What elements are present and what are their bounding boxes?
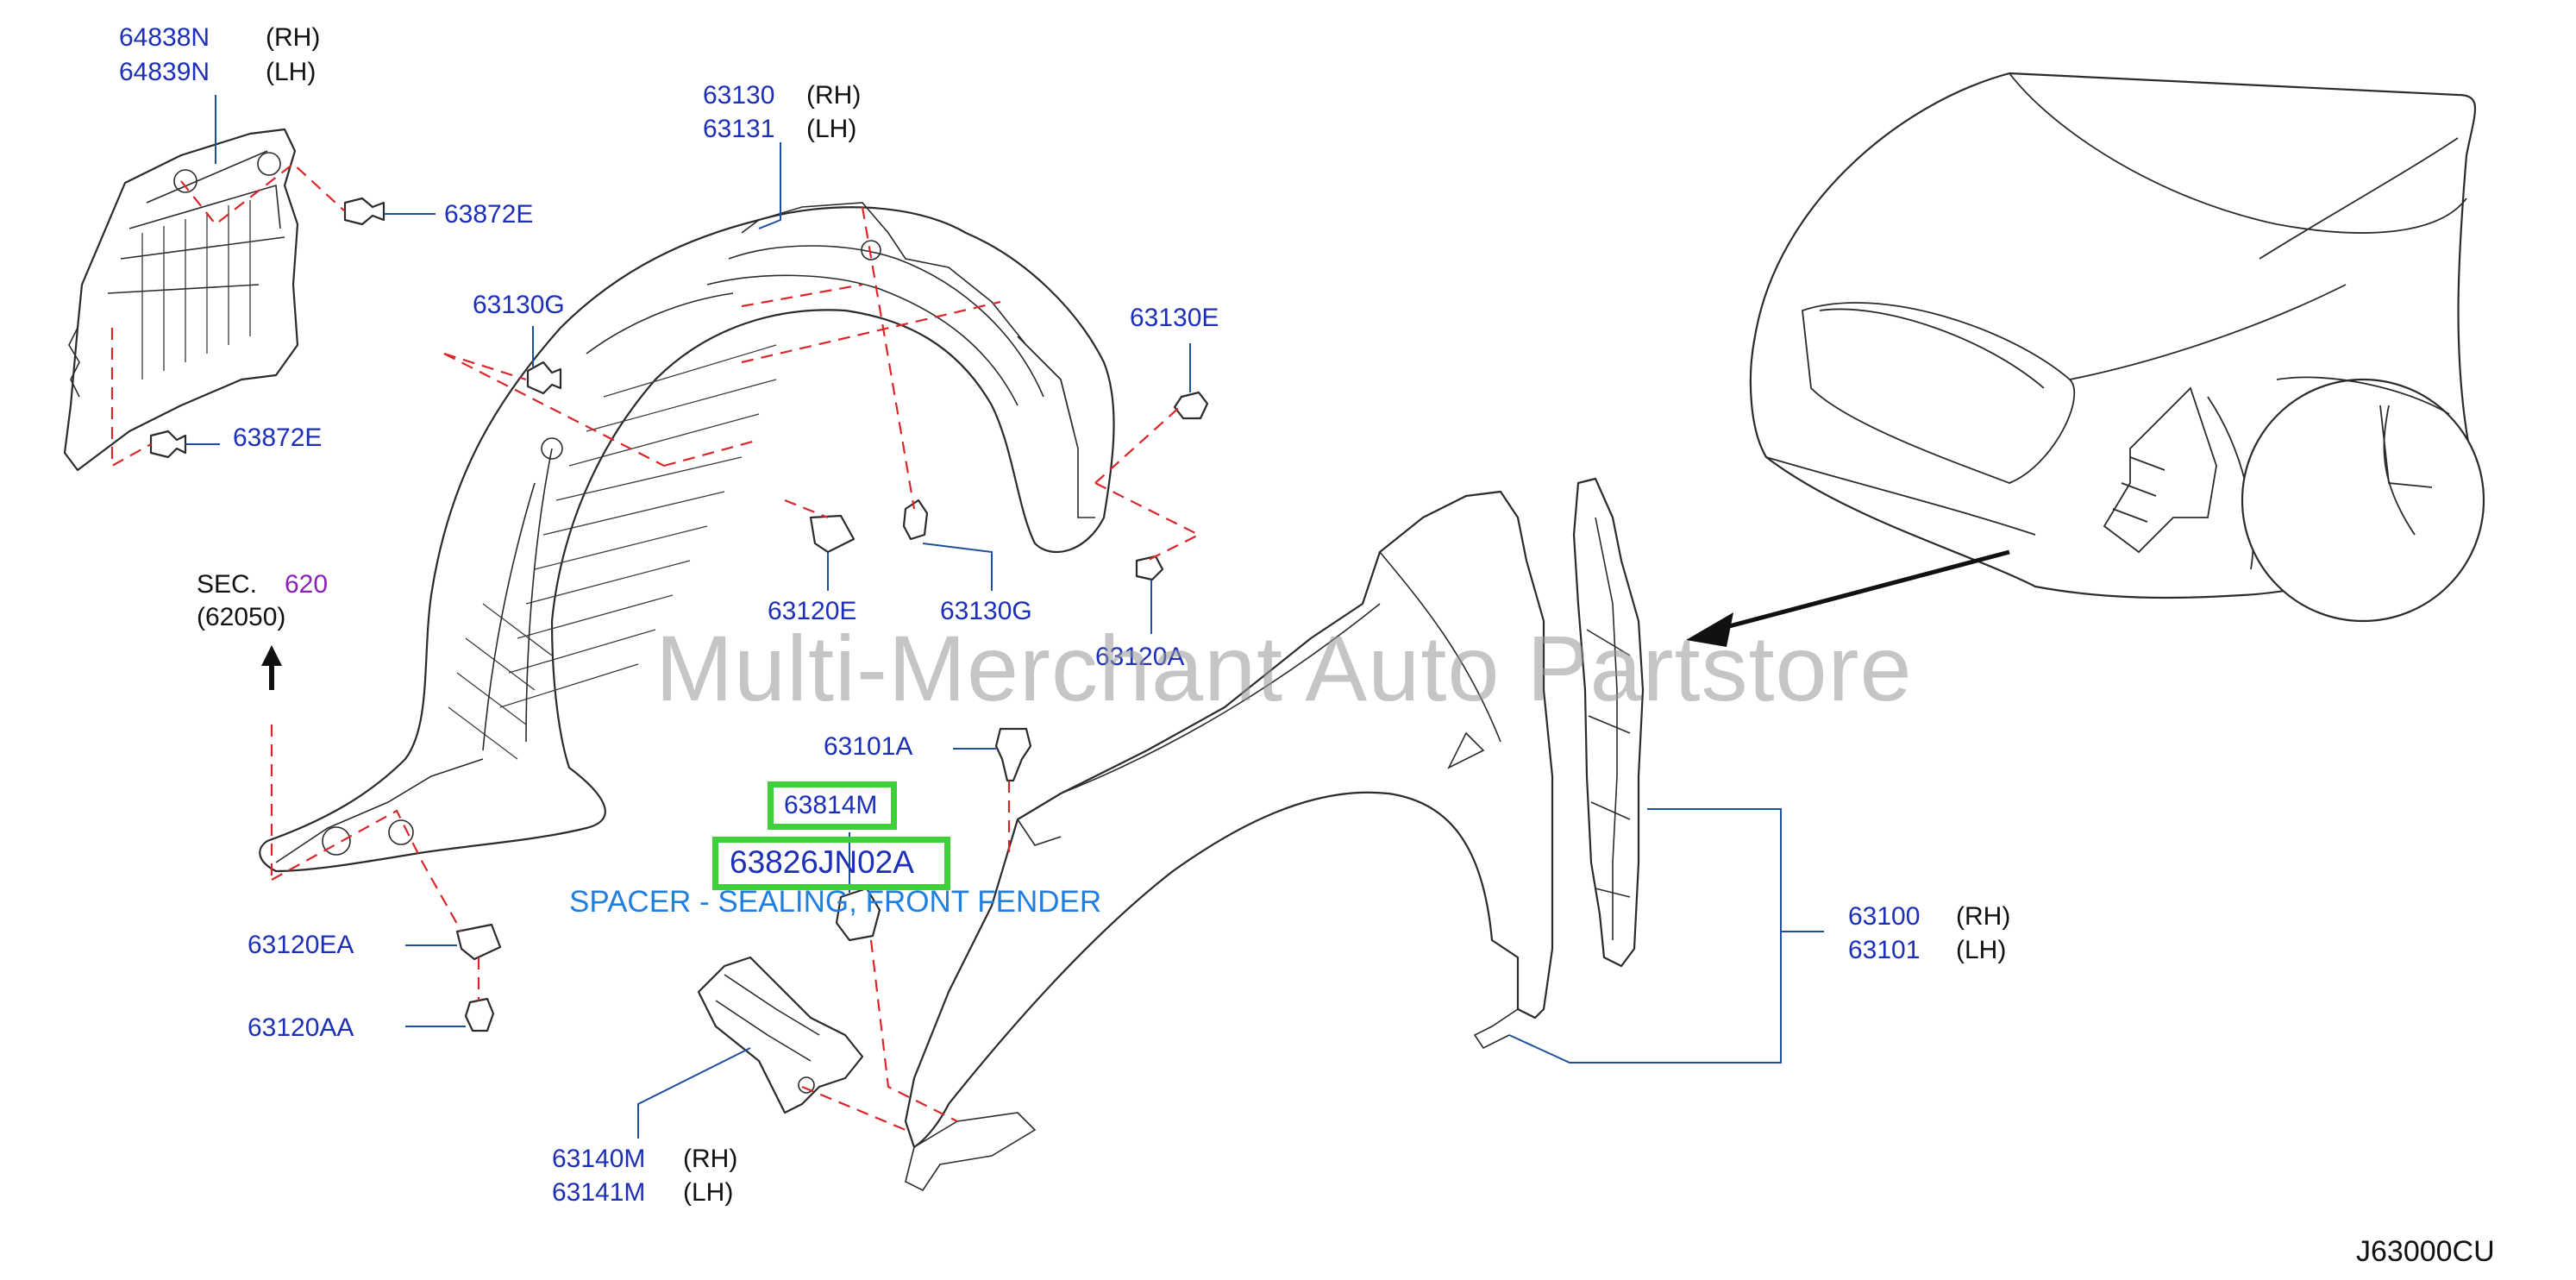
callout-63130: 63130 <box>703 81 775 110</box>
fender-liner-63130 <box>259 202 1115 873</box>
callout-63141M: 63141M <box>552 1178 646 1207</box>
callout-63140M-side: (RH) <box>683 1145 738 1173</box>
direction-arrow <box>1686 549 2010 647</box>
callout-63130E: 63130E <box>1130 304 1219 332</box>
car-overview-illustration <box>1749 72 2485 623</box>
bracket-63140M <box>697 956 864 1114</box>
callout-63120AA: 63120AA <box>248 1013 354 1042</box>
callout-leader-lines <box>185 95 1824 1139</box>
callout-63100: 63100 <box>1848 902 1921 931</box>
part-description: SPACER - SEALING, FRONT FENDER <box>569 885 1102 919</box>
assembly-guide-lines <box>110 162 1201 1132</box>
callout-64839N-side: (LH) <box>266 58 317 86</box>
callout-63141M-side: (LH) <box>683 1178 734 1207</box>
section-ref-number[interactable]: 620 <box>285 570 329 599</box>
callout-63120EA: 63120EA <box>248 931 354 959</box>
callout-63120E: 63120E <box>768 597 857 625</box>
callout-63101A: 63101A <box>824 732 913 761</box>
callout-64838N: 64838N <box>119 23 210 52</box>
highlight-box-63826JN02A <box>712 837 950 890</box>
callout-64838N-side: (RH) <box>266 23 321 52</box>
section-ref-sub: (62050) <box>197 603 286 631</box>
callout-63131-side: (LH) <box>806 115 857 143</box>
callout-63130-side: (RH) <box>806 81 862 110</box>
watermark: Multi-Merchant Auto Partstore <box>655 616 1913 720</box>
fasteners <box>149 197 1209 1032</box>
callout-63120A: 63120A <box>1095 643 1185 671</box>
callout-63101-side: (LH) <box>1956 936 2007 964</box>
callout-64839N: 64839N <box>119 58 210 86</box>
section-arrow <box>261 645 282 690</box>
callout-63101: 63101 <box>1848 936 1921 964</box>
callout-63130G-top: 63130G <box>473 291 565 319</box>
front-fender-63100 <box>904 490 1554 1192</box>
callout-63140M: 63140M <box>552 1145 646 1173</box>
callout-63131: 63131 <box>703 115 775 143</box>
callout-63130G-mid: 63130G <box>940 597 1032 625</box>
highlight-box-63814M <box>768 781 897 830</box>
callout-63872E-top: 63872E <box>444 200 534 229</box>
callout-63814M: 63814M <box>784 791 878 819</box>
splash-shield-64838N <box>63 128 299 472</box>
callout-63100-side: (RH) <box>1956 902 2011 931</box>
callout-63826JN02A: 63826JN02A <box>730 844 914 880</box>
fender-seal-panel <box>1572 477 1645 968</box>
section-ref-prefix: SEC. <box>197 570 258 599</box>
diagram-code: J63000CU <box>2356 1235 2495 1268</box>
callout-63872E-bottom: 63872E <box>233 424 323 452</box>
